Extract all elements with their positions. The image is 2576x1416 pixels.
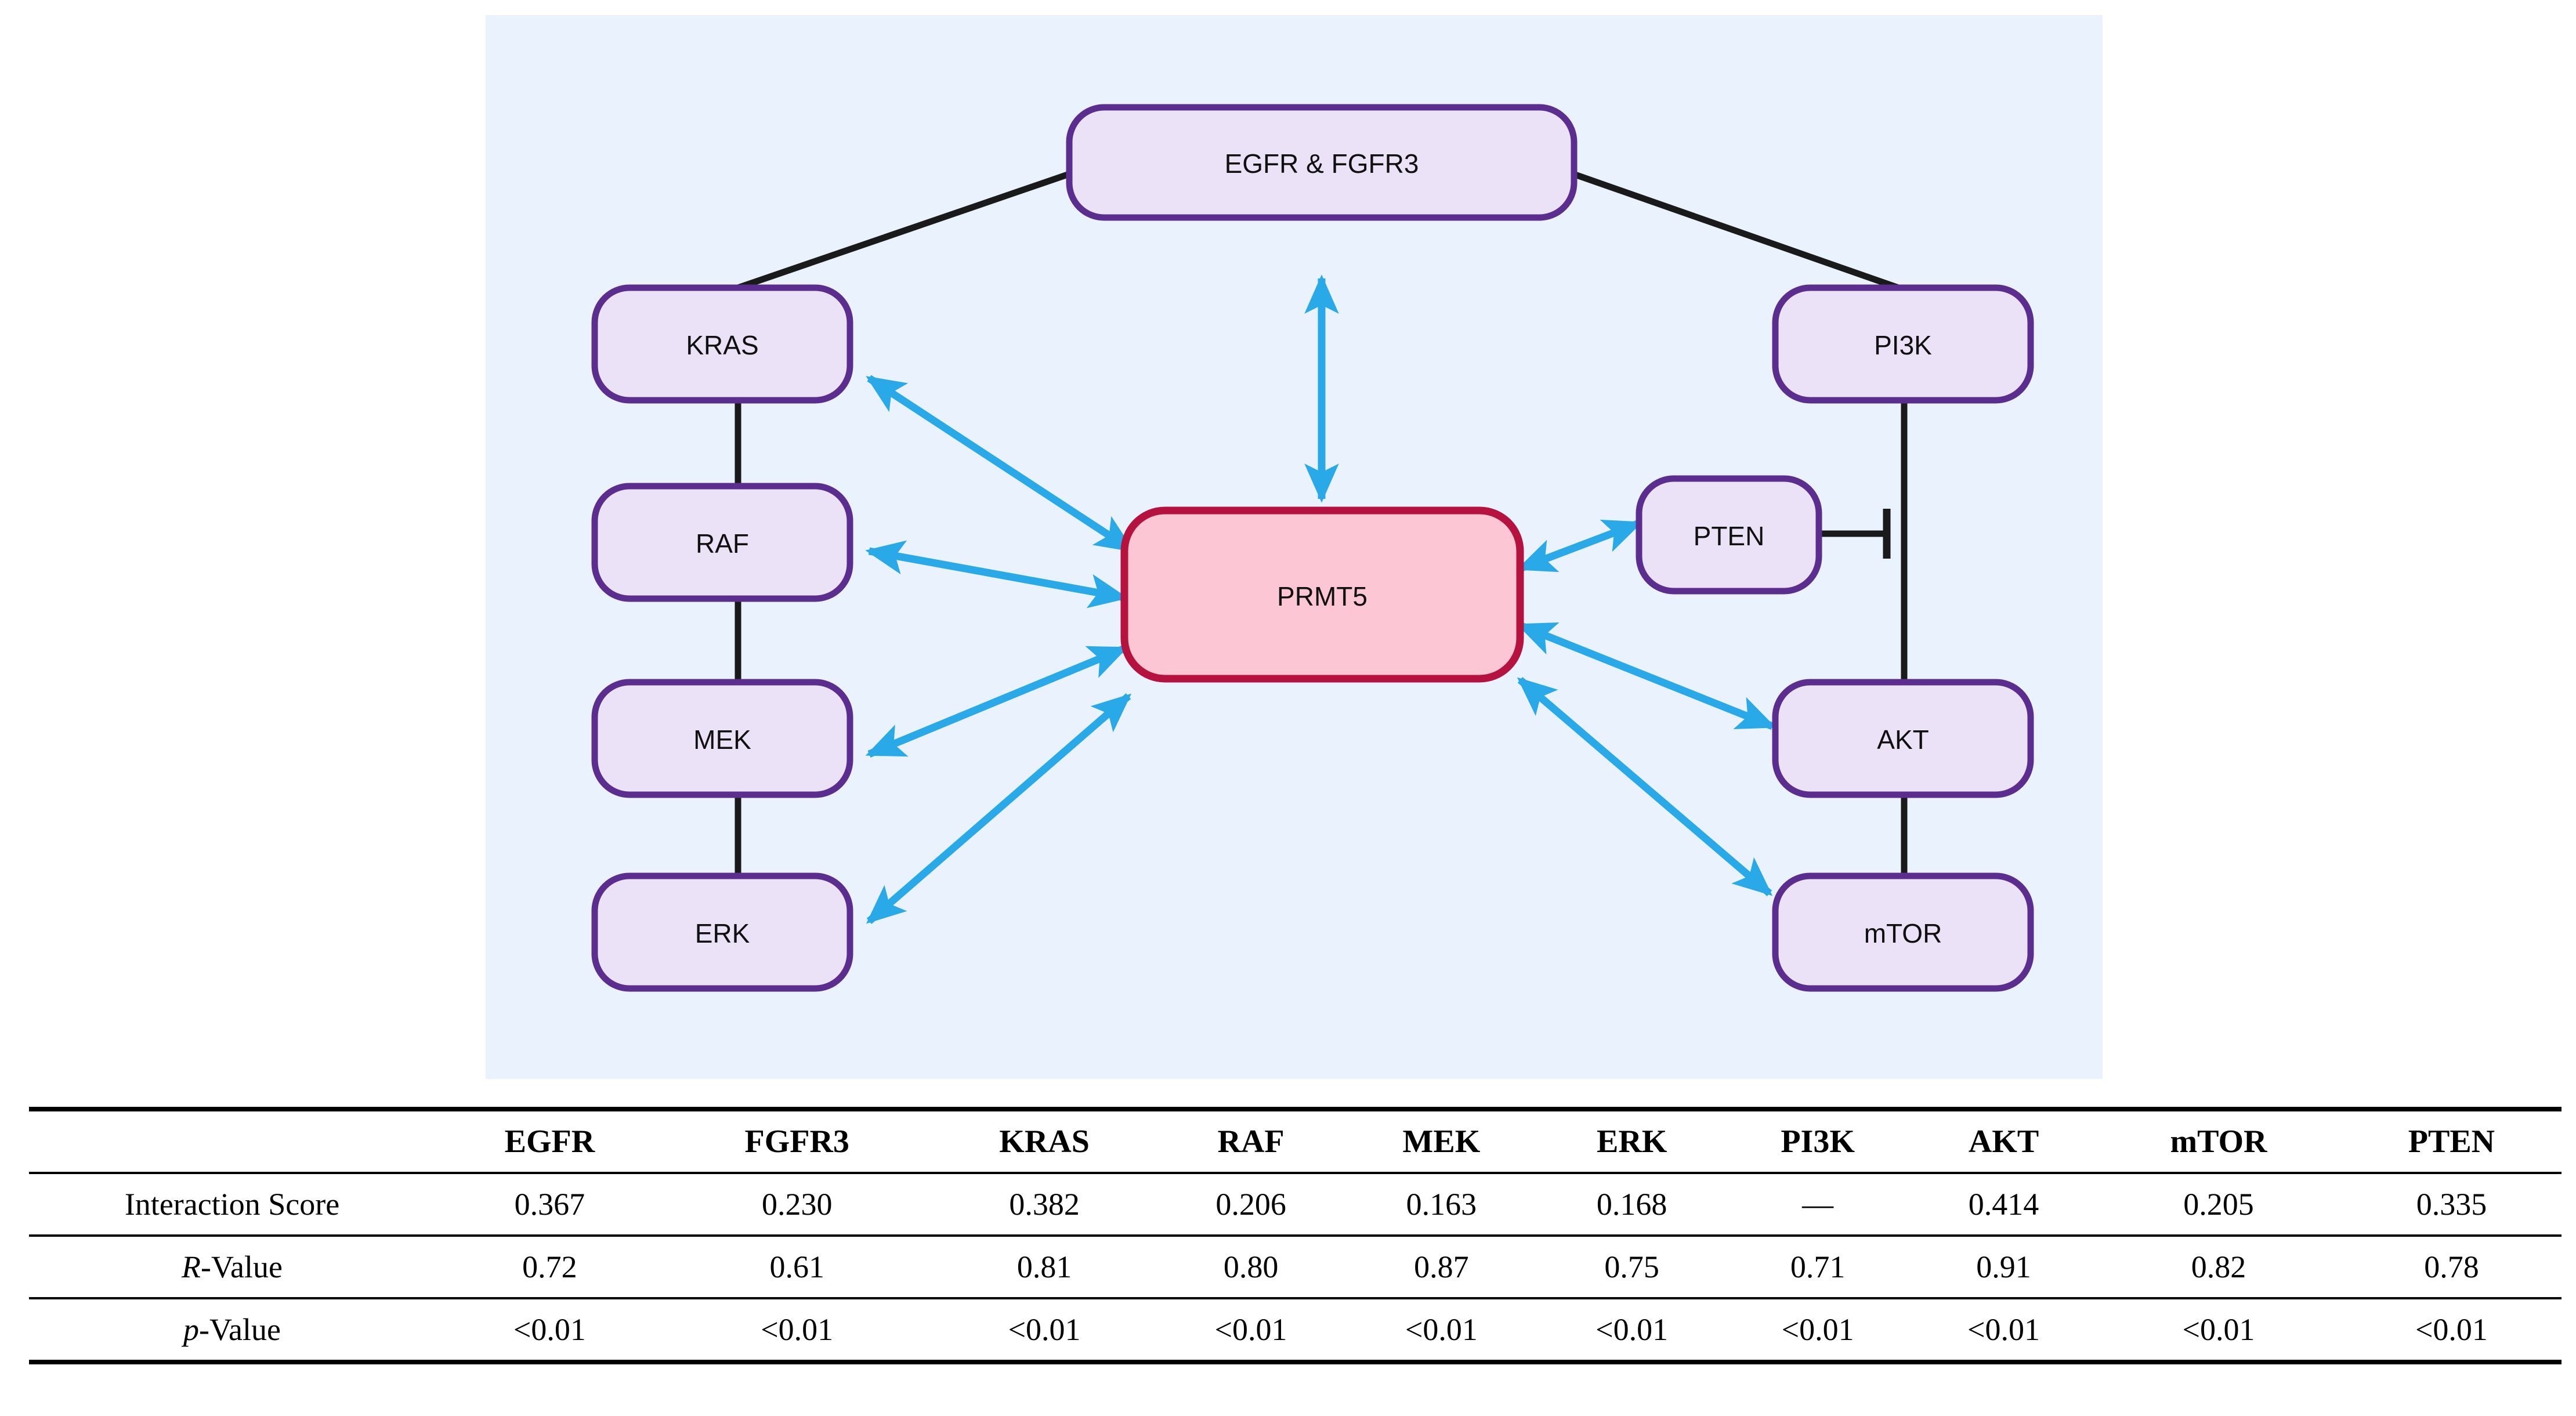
r-value-suffix: -Value: [201, 1250, 283, 1284]
table-row: Interaction Score 0.367 0.230 0.382 0.20…: [29, 1172, 2561, 1236]
node-raf-label: RAF: [696, 528, 749, 559]
cell-r-value-raf: 0.80: [1159, 1234, 1343, 1298]
cell-r-value-akt: 0.91: [1911, 1234, 2096, 1298]
column-header-kras: KRAS: [929, 1107, 1159, 1173]
row-label-p-value: p-Value: [29, 1297, 435, 1364]
cell-p-value-fgfr3: <0.01: [664, 1297, 930, 1364]
cell-interaction-score-pi3k: —: [1724, 1172, 1912, 1236]
table-row: p-Value <0.01 <0.01 <0.01 <0.01 <0.01 <0…: [29, 1297, 2561, 1364]
arrow-mek-prmt5: [865, 644, 1128, 758]
column-header-mek: MEK: [1343, 1107, 1540, 1173]
node-pten-label: PTEN: [1694, 521, 1765, 551]
cell-r-value-kras: 0.81: [929, 1234, 1159, 1298]
node-raf[interactable]: RAF: [591, 483, 853, 602]
cell-r-value-mtor: 0.82: [2096, 1234, 2342, 1298]
cell-interaction-score-raf: 0.206: [1159, 1172, 1343, 1236]
node-erk-label: ERK: [695, 918, 750, 948]
cell-p-value-egfr: <0.01: [435, 1297, 664, 1364]
pathway-diagram: EGFR & FGFR3 KRAS RAF MEK ERK PI3K PTEN …: [591, 104, 2034, 992]
column-header-akt: AKT: [1911, 1107, 2096, 1173]
column-header-erk: ERK: [1540, 1107, 1724, 1173]
inhibition-pten-pi3k-akt: [1817, 509, 1891, 559]
node-pi3k[interactable]: PI3K: [1772, 284, 2034, 404]
arrow-kras-prmt5: [866, 375, 1135, 553]
p-value-suffix: -Value: [199, 1312, 281, 1347]
node-prmt5-label: PRMT5: [1277, 581, 1367, 611]
node-kras-label: KRAS: [686, 330, 758, 360]
cell-interaction-score-kras: 0.382: [929, 1172, 1159, 1236]
arrow-pten-prmt5: [1516, 519, 1643, 573]
arrow-mtor-prmt5: [1517, 677, 1773, 896]
cell-p-value-akt: <0.01: [1911, 1297, 2096, 1364]
cell-r-value-pten: 0.78: [2341, 1234, 2561, 1298]
cell-p-value-mtor: <0.01: [2096, 1297, 2342, 1364]
cell-r-value-pi3k: 0.71: [1724, 1234, 1912, 1298]
cell-interaction-score-erk: 0.168: [1540, 1172, 1724, 1236]
cell-p-value-pten: <0.01: [2341, 1297, 2561, 1364]
cell-p-value-kras: <0.01: [929, 1297, 1159, 1364]
node-receptor[interactable]: EGFR & FGFR3: [1066, 104, 1578, 221]
cell-r-value-mek: 0.87: [1343, 1234, 1540, 1298]
stats-table-container: EGFR FGFR3 KRAS RAF MEK ERK PI3K AKT mTO…: [29, 1107, 2561, 1364]
table-row: R-Value 0.72 0.61 0.81 0.80 0.87 0.75 0.…: [29, 1234, 2561, 1298]
column-header-raf: RAF: [1159, 1107, 1343, 1173]
cell-r-value-egfr: 0.72: [435, 1234, 664, 1298]
column-header-egfr: EGFR: [435, 1107, 664, 1173]
edge-receptor-pi3k: [1570, 171, 1902, 291]
interaction-stats-table: EGFR FGFR3 KRAS RAF MEK ERK PI3K AKT mTO…: [29, 1107, 2561, 1364]
column-header-fgfr3: FGFR3: [664, 1107, 930, 1173]
node-pi3k-label: PI3K: [1874, 330, 1932, 360]
node-receptor-label: EGFR & FGFR3: [1225, 149, 1419, 179]
cell-r-value-erk: 0.75: [1540, 1234, 1724, 1298]
r-symbol: R: [182, 1250, 201, 1284]
cell-interaction-score-fgfr3: 0.230: [664, 1172, 930, 1236]
column-header-pi3k: PI3K: [1724, 1107, 1912, 1173]
column-header-mtor: mTOR: [2096, 1107, 2342, 1173]
cell-p-value-mek: <0.01: [1343, 1297, 1540, 1364]
node-akt-label: AKT: [1877, 725, 1929, 755]
row-label-interaction-score: Interaction Score: [29, 1172, 435, 1236]
cell-interaction-score-mek: 0.163: [1343, 1172, 1540, 1236]
node-akt[interactable]: AKT: [1772, 679, 2034, 798]
cell-interaction-score-akt: 0.414: [1911, 1172, 2096, 1236]
cell-p-value-raf: <0.01: [1159, 1297, 1343, 1364]
cell-interaction-score-egfr: 0.367: [435, 1172, 664, 1236]
node-prmt5[interactable]: PRMT5: [1120, 506, 1524, 683]
edge-receptor-kras: [735, 171, 1073, 291]
node-pten[interactable]: PTEN: [1636, 475, 1822, 595]
cell-p-value-pi3k: <0.01: [1724, 1297, 1912, 1364]
node-mtor[interactable]: mTOR: [1772, 872, 2034, 992]
column-header-pten: PTEN: [2341, 1107, 2561, 1173]
node-erk[interactable]: ERK: [591, 872, 853, 992]
node-kras[interactable]: KRAS: [591, 284, 853, 404]
p-symbol: p: [183, 1312, 200, 1347]
node-mtor-label: mTOR: [1864, 918, 1942, 948]
cell-r-value-fgfr3: 0.61: [664, 1234, 930, 1298]
node-mek-label: MEK: [693, 725, 751, 755]
node-mek[interactable]: MEK: [591, 679, 853, 798]
table-header-row: EGFR FGFR3 KRAS RAF MEK ERK PI3K AKT mTO…: [29, 1107, 2561, 1173]
cell-interaction-score-mtor: 0.205: [2096, 1172, 2342, 1236]
arrow-erk-prmt5: [866, 693, 1132, 924]
table-corner-header: [29, 1107, 435, 1173]
cell-p-value-erk: <0.01: [1540, 1297, 1724, 1364]
arrow-raf-prmt5: [865, 540, 1128, 609]
cell-interaction-score-pten: 0.335: [2341, 1172, 2561, 1236]
row-label-r-value: R-Value: [29, 1234, 435, 1298]
